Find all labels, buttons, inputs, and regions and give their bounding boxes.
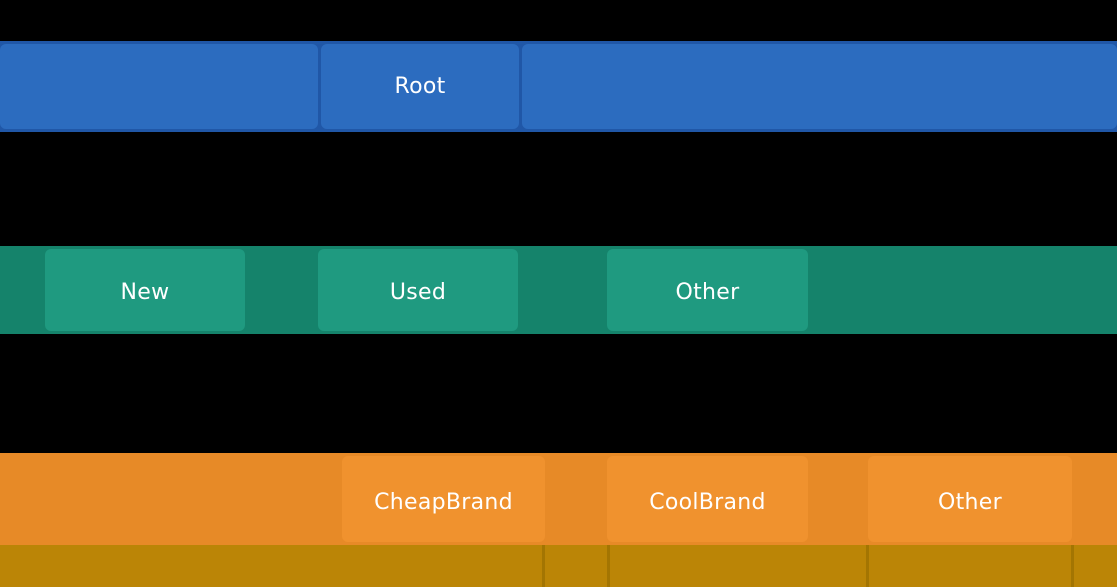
node-label: CheapBrand [374, 490, 513, 515]
leaf-band-seam [607, 545, 610, 587]
clipped-leaf-level-band [0, 545, 1117, 587]
node-label: Other [675, 280, 740, 305]
leaf-band-seam [866, 545, 869, 587]
node-other[interactable]: Other [607, 249, 808, 331]
node-label: New [120, 280, 170, 305]
node-cheapbrand[interactable]: CheapBrand [342, 456, 545, 542]
node-used[interactable]: Used [318, 249, 518, 331]
node-label: Root [394, 73, 446, 99]
node-other[interactable]: Other [868, 456, 1072, 542]
node-label: Other [938, 490, 1002, 515]
node-label: Used [389, 280, 447, 305]
node-unlabeled[interactable] [0, 44, 318, 129]
node-new[interactable]: New [45, 249, 245, 331]
node-unlabeled[interactable] [522, 44, 1117, 129]
node-coolbrand[interactable]: CoolBrand [607, 456, 808, 542]
leaf-band-seam [1071, 545, 1074, 587]
leaf-band-seam [542, 545, 545, 587]
node-label: CoolBrand [649, 490, 766, 515]
node-root[interactable]: Root [321, 44, 519, 129]
